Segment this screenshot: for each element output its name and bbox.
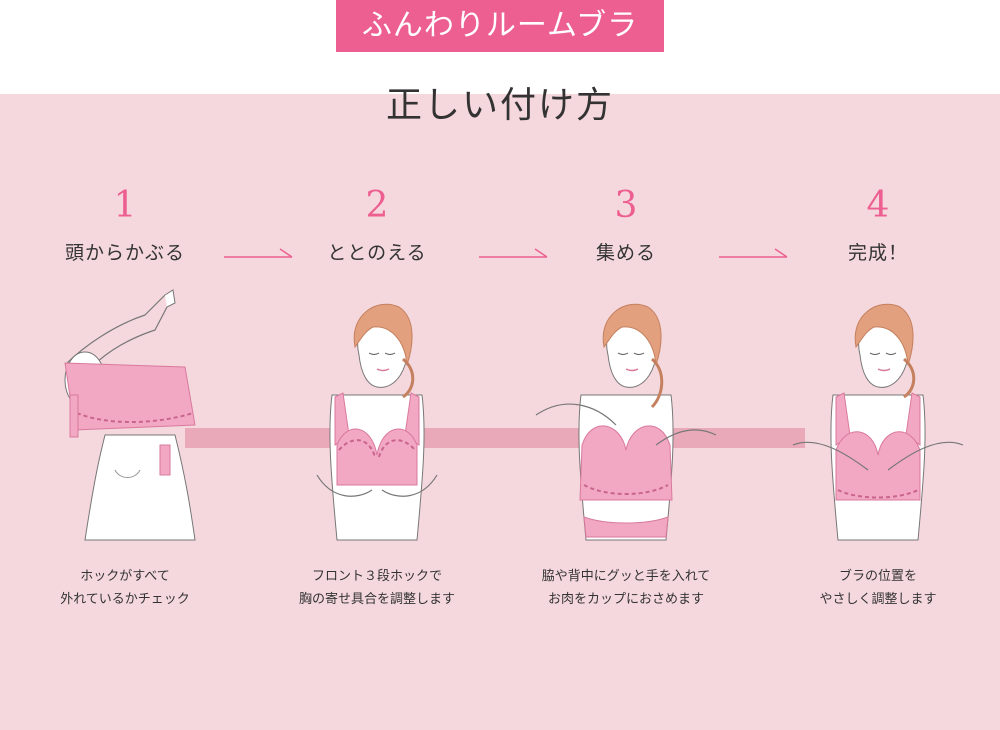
product-badge: ふんわりルームブラ [336,0,664,52]
step-2-caption: フロント３段ホックで 胸の寄せ具合を調整します [257,565,497,611]
step-number: 3 [614,185,638,226]
step-3: 3 集める [506,180,746,265]
woman-adjusting-front-hooks-illustration [316,303,438,541]
caption-line: フロント３段ホックで [311,569,442,584]
woman-pulling-bra-over-head-illustration [64,289,196,541]
caption-line: ホックがすべて [80,569,170,584]
woman-gathering-into-cup-illustration [535,303,717,541]
step-3-caption: 脇や背中にグッと手を入れて お肉をカップにおさめます [506,565,746,611]
step-label: ととのえる [327,242,427,264]
page-title: 正しい付け方 [385,85,614,126]
arrow-right-icon [479,248,548,258]
step-number: 2 [365,185,389,226]
step-label: 集める [595,242,656,264]
caption-line: ブラの位置を [838,569,917,584]
caption-line: 胸の寄せ具合を調整します [298,592,455,607]
caption-line: やさしく調整します [819,592,937,607]
step-label: 頭からかぶる [64,242,185,264]
step-4: 4 完成！ [758,180,998,265]
caption-line: お肉をカップにおさめます [547,592,704,607]
caption-line: 脇や背中にグッと手を入れて [541,569,711,584]
woman-finished-bra-illustration [792,303,964,541]
arrow-right-icon [224,248,293,258]
step-number: 4 [866,185,890,226]
step-1: 1 頭からかぶる [5,180,245,265]
step-1-caption: ホックがすべて 外れているかチェック [5,565,245,611]
caption-line: 外れているかチェック [60,592,190,607]
arrow-right-icon [719,248,788,258]
step-4-caption: ブラの位置を やさしく調整します [758,565,998,611]
step-2: 2 ととのえる [257,180,497,265]
step-number: 1 [113,185,137,226]
step-label: 完成！ [847,242,908,264]
